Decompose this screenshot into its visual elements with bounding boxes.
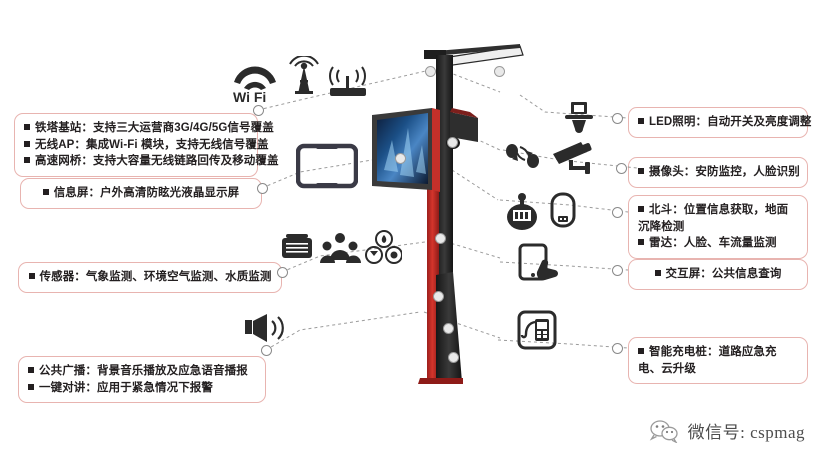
bullet-icon: [638, 168, 644, 174]
label-network-line-2: 无线AP：集成Wi-Fi 模块，支持无线信号覆盖: [24, 137, 268, 154]
label-sensors-line-1: 传感器：气象监测、环境空气监测、水质监测: [28, 269, 272, 286]
wechat-icon: [649, 419, 678, 443]
bullet-icon: [28, 383, 34, 390]
label-camera-line-1: 摄像头：安防监控，人脸识别: [638, 164, 800, 181]
label-interactive-screen[interactable]: 交互屏：公共信息查询: [628, 259, 808, 290]
bullet-icon: [28, 273, 35, 279]
connector-dot-led: [612, 113, 623, 124]
connector-dot-info-screen: [257, 183, 268, 194]
pole-node-top-left: [425, 66, 436, 77]
wechat-footer: 微信号: cspmag: [649, 418, 805, 443]
label-beidou-radar[interactable]: 北斗：位置信息获取，地面沉降检测 雷达：人脸、车流量监测: [628, 195, 808, 260]
bullet-icon: [638, 206, 644, 212]
pole-node-mid: [433, 291, 444, 302]
label-network-line-1: 铁塔基站：支持三大运营商3G/4G/5G信号覆盖: [24, 120, 274, 137]
pole-node-sensor: [435, 233, 446, 244]
pole-red-strip: [427, 110, 439, 382]
label-info-screen[interactable]: 信息屏：户外高清防眩光液晶显示屏: [20, 178, 262, 209]
connector-dot-broadcast: [261, 345, 272, 356]
security-camera-icon: [553, 142, 592, 174]
charging-pile-icon: [517, 310, 557, 350]
bullet-icon: [638, 118, 644, 124]
loudspeaker-icon: [245, 314, 284, 342]
pole-node-base-upper: [443, 323, 454, 334]
wifi-icon: Wi Fi: [233, 56, 366, 104]
bullet-icon: [42, 189, 49, 195]
label-charging[interactable]: 智能充电桩：道路应急充电、云升级: [628, 337, 808, 385]
label-beidou-line-1: 北斗：位置信息获取，地面沉降检测: [638, 204, 789, 233]
radar-sensor-icon: [550, 192, 576, 228]
touch-tablet-icon: [518, 243, 558, 281]
pole-node-base-lower: [448, 352, 459, 363]
pole-led-arm: [424, 44, 524, 67]
connector-dot-charging: [612, 343, 623, 354]
pole-display-panel: [372, 108, 440, 192]
label-radar-line-2: 雷达：人脸、车流量监测: [638, 235, 798, 252]
wechat-label: 微信号: cspmag: [687, 423, 805, 442]
sensor-device-icon: [282, 230, 402, 264]
label-broadcast-line-2: 一键对讲：应用于紧急情况下报警: [28, 380, 256, 397]
pole-node-camera: [447, 137, 458, 148]
pole-base: [418, 272, 463, 384]
svg-text:Wi Fi: Wi Fi: [233, 89, 266, 104]
connector-dot-network: [253, 105, 264, 116]
connector-dot-sensors: [277, 267, 288, 278]
bullet-icon: [24, 124, 30, 130]
face-recognition-icon: [506, 144, 539, 168]
connector-dot-camera: [616, 163, 627, 174]
pole-node-top-right: [494, 66, 505, 77]
label-led[interactable]: LED照明：自动开关及亮度调整: [628, 107, 811, 138]
satellite-beidou-icon: [507, 193, 537, 230]
label-network-line-3: 高速网桥：支持大容量无线链路回传及移动覆盖: [24, 153, 279, 170]
label-charging-line-1: 智能充电桩：道路应急充电、云升级: [638, 346, 777, 375]
display-screen-icon: [296, 143, 358, 189]
label-network[interactable]: 铁塔基站：支持三大运营商3G/4G/5G信号覆盖 无线AP：集成Wi-Fi 模块…: [14, 113, 279, 178]
connector-dot-interactive: [612, 265, 623, 276]
bullet-icon: [638, 348, 644, 354]
bullet-icon: [654, 270, 661, 276]
bullet-icon: [24, 157, 30, 164]
bullet-icon: [28, 367, 34, 373]
label-broadcast[interactable]: 公共广播：背景音乐播放及应急语音播报 一键对讲：应用于紧急情况下报警: [18, 356, 266, 404]
bullet-icon: [638, 239, 644, 246]
label-interactive-screen-line-1: 交互屏：公共信息查询: [638, 266, 798, 283]
pole-node-screen: [395, 153, 406, 164]
label-broadcast-line-1: 公共广播：背景音乐播放及应急语音播报: [28, 363, 256, 380]
label-led-line-1: LED照明：自动开关及亮度调整: [638, 114, 811, 131]
led-ceiling-lamp-icon: [565, 102, 593, 133]
connector-dot-beidou: [612, 207, 623, 218]
label-camera[interactable]: 摄像头：安防监控，人脸识别: [628, 157, 808, 188]
label-sensors[interactable]: 传感器：气象监测、环境空气监测、水质监测: [18, 262, 282, 293]
bullet-icon: [24, 140, 30, 147]
label-info-screen-line-1: 信息屏：户外高清防眩光液晶显示屏: [30, 185, 252, 202]
